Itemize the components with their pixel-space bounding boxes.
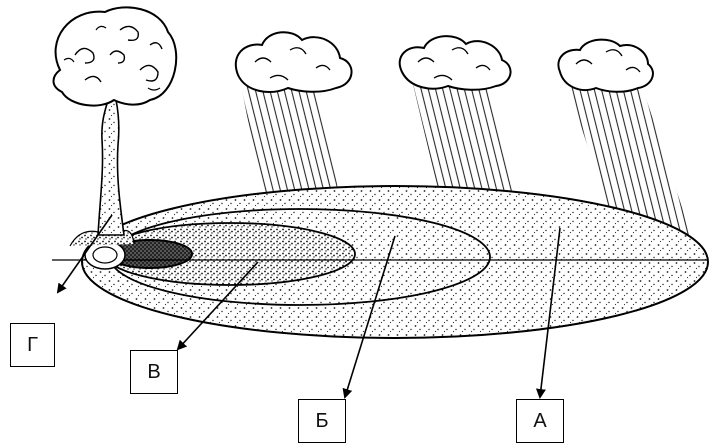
cloud-2 — [400, 36, 511, 90]
label-v: В — [130, 350, 178, 394]
label-a-text: А — [533, 410, 546, 433]
label-v-text: В — [147, 361, 160, 384]
label-b-text: Б — [315, 410, 328, 433]
mushroom-stem — [98, 100, 124, 235]
label-g-text: Г — [27, 334, 38, 357]
cloud-3 — [558, 40, 653, 92]
cloud-1 — [236, 32, 352, 92]
mushroom-cap — [54, 7, 177, 105]
label-g: Г — [10, 323, 55, 367]
label-a: А — [516, 399, 564, 443]
label-b: Б — [298, 399, 346, 443]
